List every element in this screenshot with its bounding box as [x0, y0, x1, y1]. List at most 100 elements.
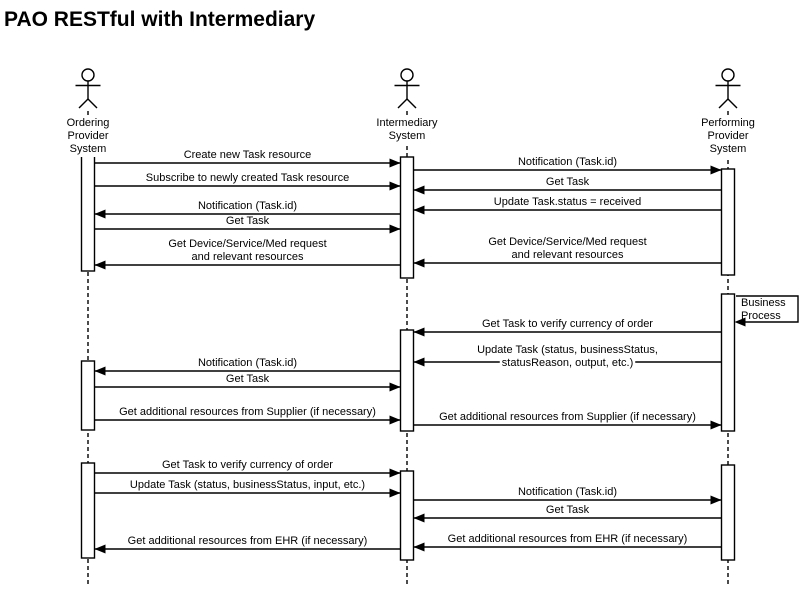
actor-label-intermediary: Intermediary: [376, 117, 438, 129]
message-label-bg: [189, 251, 306, 263]
actor-head-ordering: [81, 68, 95, 82]
message-arrowhead: [389, 224, 401, 234]
actor-label-ordering: Ordering: [67, 117, 110, 129]
message-label: Get Task: [546, 176, 590, 188]
message-label-bg: [515, 156, 620, 168]
actor-label-bg-intermediary: [365, 116, 449, 144]
message-arrowhead: [94, 544, 106, 554]
message-arrowhead: [389, 181, 401, 191]
actor-right-leg-performing: [727, 98, 738, 109]
message-label: Get Device/Service/Med request: [168, 238, 326, 250]
activation-bar-intermediary: [399, 329, 415, 432]
message-label: Get Task: [226, 215, 270, 227]
message-arrowhead: [413, 327, 425, 337]
message-label-bg: [127, 479, 368, 491]
message-label: Get additional resources from EHR (if ne…: [128, 535, 368, 547]
message-arrowhead: [413, 258, 425, 268]
message-arrowhead: [389, 415, 401, 425]
actor-label-intermediary: System: [389, 130, 426, 142]
activation-bar-performing: [720, 168, 736, 276]
message-arrowhead: [389, 488, 401, 498]
message-label-bg: [181, 149, 314, 161]
message-label-bg: [125, 535, 370, 547]
message-arrowhead: [413, 513, 425, 523]
message-label: and relevant resources: [512, 249, 624, 261]
message-label: and relevant resources: [192, 251, 304, 263]
message-label: Update Task (status, businessStatus,: [477, 344, 658, 356]
message-arrowhead: [413, 542, 425, 552]
actor-left-leg-ordering: [78, 98, 89, 109]
message-arrowhead: [94, 260, 106, 270]
activation-bar-ordering: [80, 360, 96, 431]
message-label-bg: [223, 373, 272, 385]
activation-bar-performing: [720, 293, 736, 432]
message-arrowhead: [413, 205, 425, 215]
message-label-bg: [195, 200, 300, 212]
actor-label-ordering: System: [70, 143, 107, 155]
message-label: Update Task.status = received: [494, 196, 641, 208]
message-label-bg: [480, 318, 656, 330]
actor-right-leg-ordering: [87, 98, 98, 109]
message-arrowhead: [94, 209, 106, 219]
message-arrowhead: [710, 420, 722, 430]
message-label-bg: [486, 236, 649, 248]
message-label: Get Task to verify currency of order: [162, 459, 333, 471]
business-process-label: Process: [741, 310, 781, 322]
message-label-bg: [166, 238, 329, 250]
message-label-bg: [195, 357, 300, 369]
diagram-title: PAO RESTful with Intermediary: [4, 8, 316, 31]
message-arrowhead: [94, 366, 106, 376]
message-label: Notification (Task.id): [198, 357, 297, 369]
message-label: Update Task (status, businessStatus, inp…: [130, 479, 365, 491]
activation-bar-intermediary: [399, 470, 415, 561]
message-label: Subscribe to newly created Task resource: [146, 172, 349, 184]
activation-bar-ordering: [80, 462, 96, 559]
message-label-bg: [143, 172, 352, 184]
message-label: Create new Task resource: [184, 149, 312, 161]
message-label-bg: [543, 504, 592, 516]
business-process-arrowhead: [734, 317, 746, 327]
message-label-bg: [543, 176, 592, 188]
message-label: Get additional resources from EHR (if ne…: [448, 533, 688, 545]
message-arrowhead: [413, 357, 425, 367]
business-process-label: Business: [741, 297, 786, 309]
message-label-bg: [223, 215, 272, 227]
activation-bar-ordering: [80, 155, 96, 272]
message-label: statusReason, output, etc.): [502, 357, 633, 369]
message-arrowhead: [413, 185, 425, 195]
message-label: Get Device/Service/Med request: [488, 236, 646, 248]
message-label-bg: [491, 196, 644, 208]
message-label-bg: [475, 344, 660, 356]
message-label-bg: [445, 533, 690, 545]
message-label-bg: [499, 357, 636, 369]
activation-bar-performing: [720, 464, 736, 561]
actor-label-performing: Performing: [701, 117, 755, 129]
message-arrowhead: [389, 382, 401, 392]
actor-label-performing: System: [710, 143, 747, 155]
message-arrowhead: [389, 468, 401, 478]
message-label: Get additional resources from Supplier (…: [119, 406, 376, 418]
message-label: Notification (Task.id): [518, 486, 617, 498]
message-arrowhead: [710, 165, 722, 175]
message-label-bg: [160, 459, 336, 471]
actor-label-bg-ordering: [46, 116, 130, 157]
message-label: Notification (Task.id): [198, 200, 297, 212]
message-label: Notification (Task.id): [518, 156, 617, 168]
actor-label-ordering: Provider: [68, 130, 109, 142]
actor-left-leg-performing: [718, 98, 729, 109]
message-arrowhead: [389, 158, 401, 168]
message-label: Get Task: [546, 504, 590, 516]
actor-head-performing: [721, 68, 735, 82]
actor-head-intermediary: [400, 68, 414, 82]
message-arrowhead: [710, 495, 722, 505]
message-label: Get additional resources from Supplier (…: [439, 411, 696, 423]
actor-label-performing: Provider: [708, 130, 749, 142]
actor-left-leg-intermediary: [397, 98, 408, 109]
message-label-bg: [117, 406, 378, 418]
message-label: Get Task: [226, 373, 270, 385]
actor-right-leg-intermediary: [406, 98, 417, 109]
message-label-bg: [437, 411, 698, 423]
message-label-bg: [509, 249, 626, 261]
